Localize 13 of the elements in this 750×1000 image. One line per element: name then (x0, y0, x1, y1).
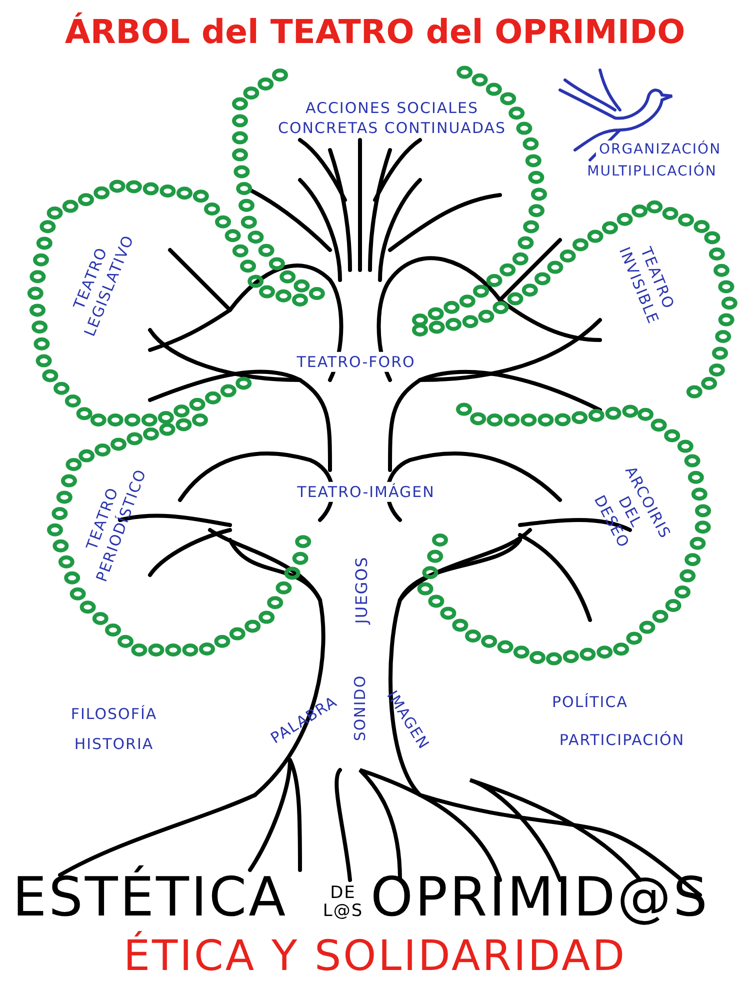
text-label: ACCIONES SOCIALES CONCRETAS CONTINUADAS (276, 98, 508, 138)
root-label: SONIDO (350, 674, 370, 742)
title: ÁRBOL del TEATRO del OPRIMIDO (64, 12, 686, 51)
text-label: HISTORIA (74, 734, 154, 754)
text-label: POLÍTICA (552, 692, 628, 712)
text-label: PARTICIPACIÓN (559, 730, 685, 750)
text-label: MULTIPLICACIÓN (587, 162, 717, 182)
heading-text: ESTÉTICA (12, 867, 288, 927)
heading-text: OPRIMID@S (370, 867, 710, 927)
heading-text: DE L@S (322, 885, 364, 921)
trunk-label: JUEGOS (351, 556, 372, 624)
subtitle: ÉTICA Y SOLIDARIDAD (123, 932, 627, 980)
text-label: FILOSOFÍA (70, 704, 158, 724)
